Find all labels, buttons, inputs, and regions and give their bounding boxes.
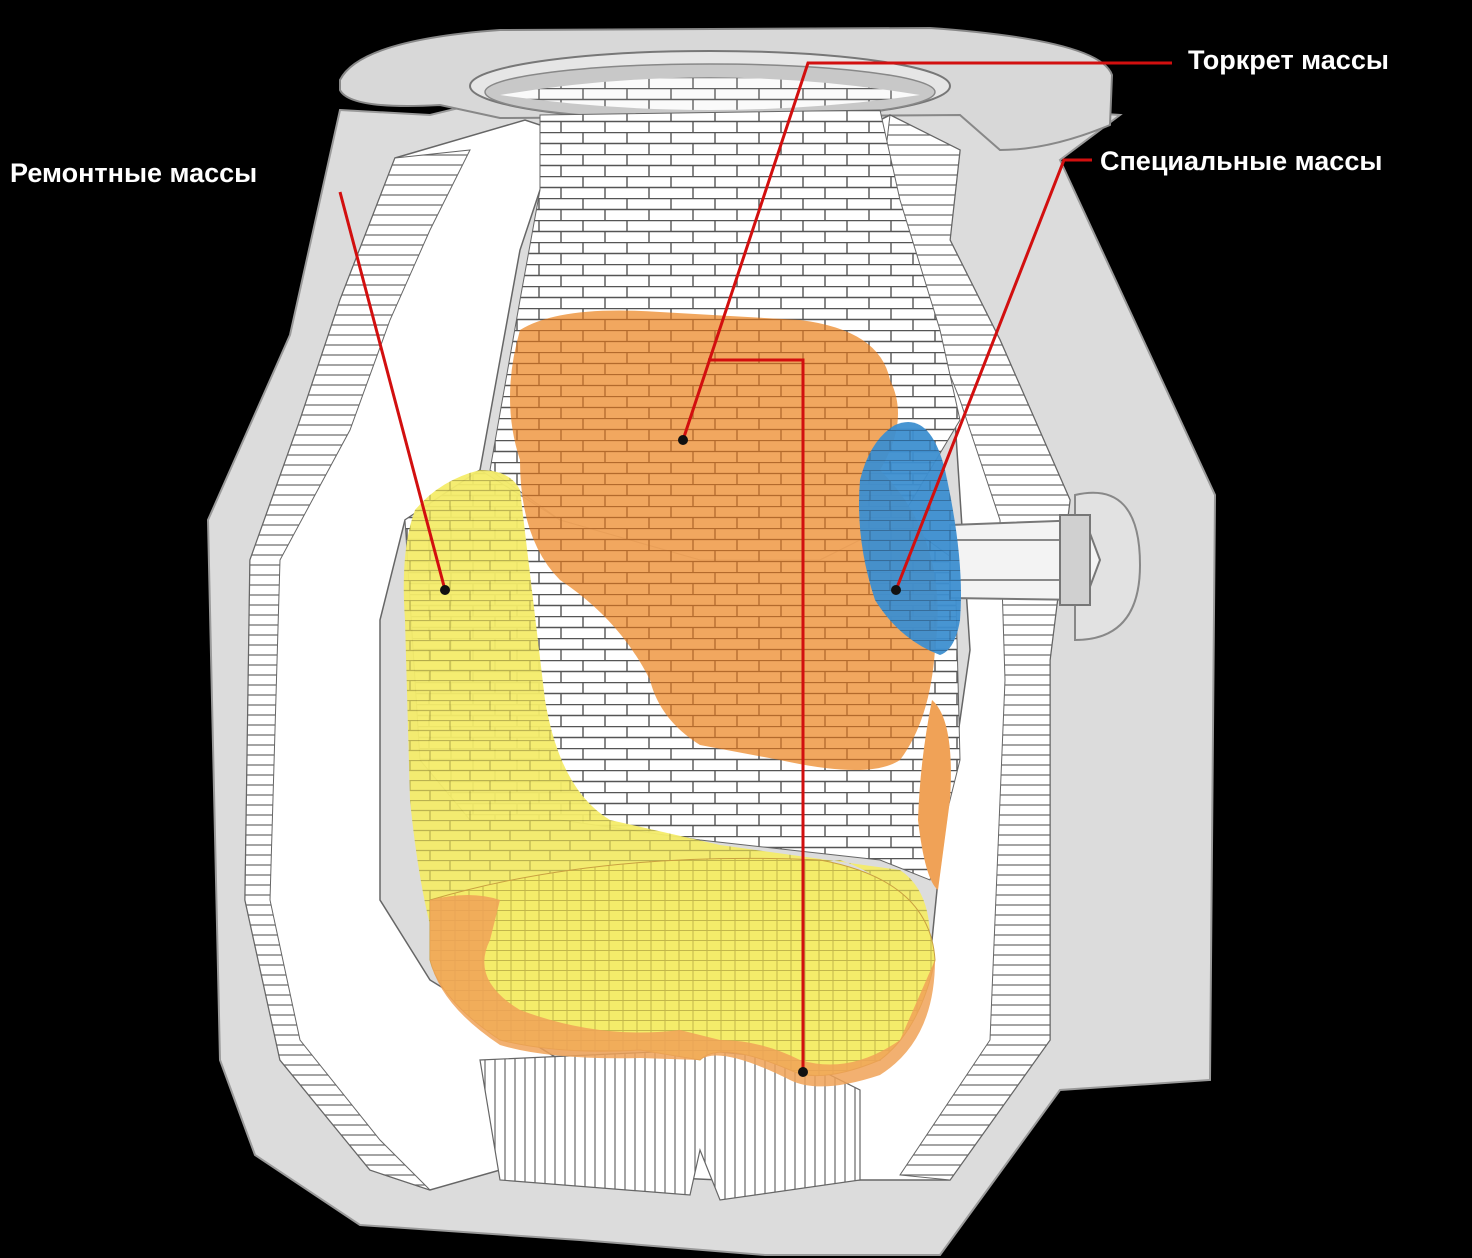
dot-special: [891, 585, 901, 595]
dot-repair: [440, 585, 450, 595]
label-gunning-masses: Торкрет массы: [1188, 45, 1389, 76]
dot-gunning-bottom: [798, 1067, 808, 1077]
dot-gunning-top: [678, 435, 688, 445]
label-repair-masses: Ремонтные массы: [10, 158, 257, 189]
label-special-masses: Специальные массы: [1100, 146, 1382, 177]
